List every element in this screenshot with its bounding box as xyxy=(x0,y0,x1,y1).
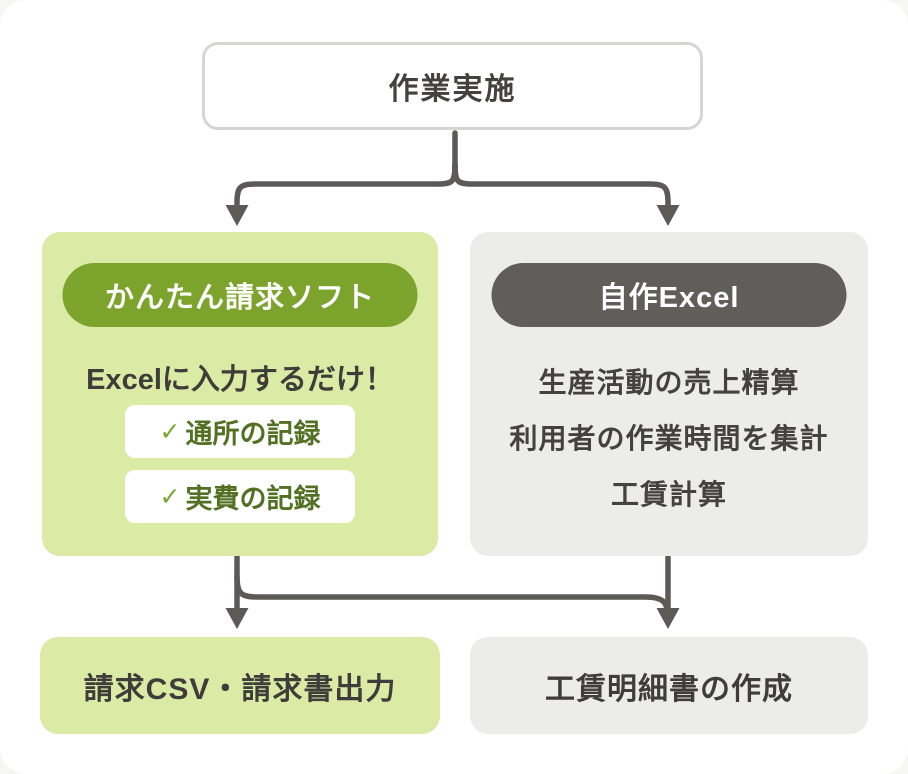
root-node-label: 作業実施 xyxy=(388,73,517,106)
check-item-attendance: ✓ 通所の記録 xyxy=(125,405,355,458)
right-branch-badge: 自作Excel xyxy=(491,263,847,327)
arrowhead-right-top xyxy=(656,205,680,226)
arrowhead-left-bottom xyxy=(225,608,249,629)
left-branch-headline: Excelに入力するだけ！ xyxy=(86,364,394,396)
check-item-label: 通所の記録 xyxy=(185,419,321,449)
root-node: 作業実施 xyxy=(202,42,703,130)
check-item-label: 実費の記録 xyxy=(185,484,321,514)
connector-branch-left xyxy=(234,161,458,210)
left-branch-badge: かんたん請求ソフト xyxy=(62,263,418,327)
left-result-node: 請求CSV・請求書出力 xyxy=(40,637,440,734)
right-result-label: 工賃明細書の作成 xyxy=(545,672,793,706)
check-icon: ✓ xyxy=(159,482,181,511)
right-branch-task: 生産活動の売上精算 xyxy=(538,367,800,398)
check-item-expenses: ✓ 実費の記録 xyxy=(125,470,355,523)
arrowhead-right-bottom xyxy=(656,608,680,629)
left-branch-panel: かんたん請求ソフト Excelに入力するだけ！ ✓ 通所の記録 ✓ 実費の記録 xyxy=(42,232,438,556)
arrowhead-left-top xyxy=(225,205,249,226)
connector-crossbar xyxy=(234,573,671,621)
right-branch-task: 利用者の作業時間を集計 xyxy=(509,423,829,454)
right-branch-panel: 自作Excel 生産活動の売上精算 利用者の作業時間を集計 工賃計算 xyxy=(470,232,868,556)
left-result-label: 請求CSV・請求書出力 xyxy=(83,672,397,706)
right-branch-task: 工賃計算 xyxy=(610,479,727,510)
connector-branch-right xyxy=(452,161,671,210)
check-icon: ✓ xyxy=(159,417,181,446)
right-result-node: 工賃明細書の作成 xyxy=(470,637,868,734)
